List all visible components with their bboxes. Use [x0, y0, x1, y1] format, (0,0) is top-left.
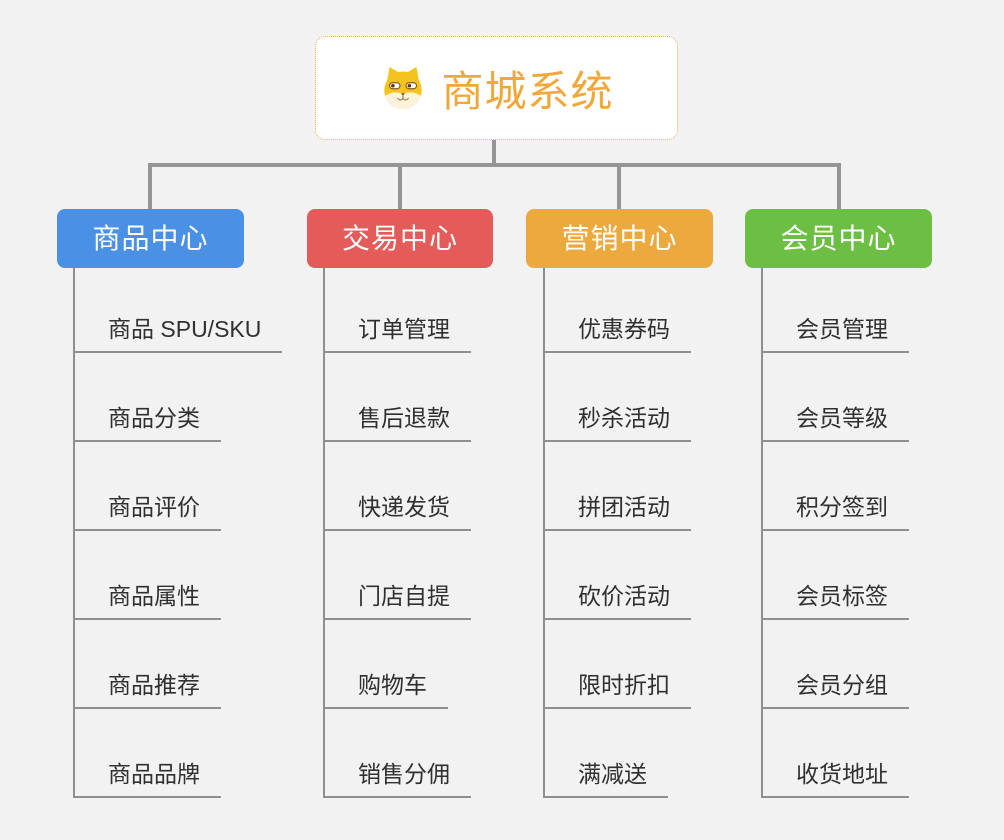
branch-row: 售后退款: [325, 353, 471, 442]
node-product-category[interactable]: 商品分类: [75, 399, 221, 442]
connector-root-stub: [492, 140, 496, 165]
branch-row: 门店自提: [325, 531, 471, 620]
connector-drop-trade: [398, 163, 402, 209]
branch-head-trade-center[interactable]: 交易中心: [307, 209, 493, 268]
branch-row: 秒杀活动: [545, 353, 691, 442]
branch-row: 商品属性: [75, 531, 282, 620]
branch-row: 订单管理: [325, 268, 471, 353]
node-store-pickup[interactable]: 门店自提: [325, 577, 471, 620]
node-member-level[interactable]: 会员等级: [763, 399, 909, 442]
branch-row: 商品分类: [75, 353, 282, 442]
branch-row: 积分签到: [763, 442, 909, 531]
node-sales-commission[interactable]: 销售分佣: [325, 755, 471, 798]
connector-drop-product: [148, 163, 152, 209]
node-full-reduction[interactable]: 满减送: [545, 755, 668, 798]
branch-row: 商品 SPU/SKU: [75, 268, 283, 353]
node-member-management[interactable]: 会员管理: [763, 310, 909, 353]
branch-row: 满减送: [545, 709, 691, 798]
node-after-sale-refund[interactable]: 售后退款: [325, 399, 471, 442]
root-node-title: 商城系统: [441, 67, 614, 115]
branch-row: 销售分佣: [325, 709, 471, 798]
connector-horizontal-bar: [148, 163, 841, 167]
branch-row: 会员等级: [763, 353, 909, 442]
branch-row: 会员管理: [763, 268, 909, 353]
branch-row: 收货地址: [763, 709, 909, 798]
node-group-buy[interactable]: 拼团活动: [545, 488, 691, 531]
branch-items-trade-center: 订单管理 售后退款 快递发货 门店自提 购物车 销售分佣: [323, 268, 471, 798]
branch-row: 商品评价: [75, 442, 282, 531]
node-product-recommend[interactable]: 商品推荐: [75, 666, 221, 709]
node-product-spu-sku[interactable]: 商品 SPU/SKU: [75, 310, 283, 353]
node-product-review[interactable]: 商品评价: [75, 488, 221, 531]
branch-row: 限时折扣: [545, 620, 691, 709]
branch-row: 会员分组: [763, 620, 909, 709]
shiba-dog-icon: [384, 67, 423, 109]
branch-head-product-center[interactable]: 商品中心: [57, 209, 244, 268]
node-product-brand[interactable]: 商品品牌: [75, 755, 221, 798]
branch-row: 商品推荐: [75, 620, 282, 709]
connector-drop-member: [837, 163, 841, 209]
branch-row: 拼团活动: [545, 442, 691, 531]
node-order-management[interactable]: 订单管理: [325, 310, 471, 353]
node-coupon-code[interactable]: 优惠券码: [545, 310, 691, 353]
branch-row: 快递发货: [325, 442, 471, 531]
branch-head-marketing-center[interactable]: 营销中心: [526, 209, 713, 268]
node-member-group[interactable]: 会员分组: [763, 666, 909, 709]
branch-row: 砍价活动: [545, 531, 691, 620]
node-points-checkin[interactable]: 积分签到: [763, 488, 909, 531]
branch-items-member-center: 会员管理 会员等级 积分签到 会员标签 会员分组 收货地址: [761, 268, 909, 798]
node-express-delivery[interactable]: 快递发货: [325, 488, 471, 531]
mindmap-root-node[interactable]: 商城系统: [315, 36, 678, 140]
node-bargain-event[interactable]: 砍价活动: [545, 577, 691, 620]
node-flash-sale[interactable]: 秒杀活动: [545, 399, 691, 442]
branch-head-member-center[interactable]: 会员中心: [745, 209, 932, 268]
node-product-attribute[interactable]: 商品属性: [75, 577, 221, 620]
node-limited-discount[interactable]: 限时折扣: [545, 666, 691, 709]
node-shopping-cart[interactable]: 购物车: [325, 666, 448, 709]
branch-row: 购物车: [325, 620, 471, 709]
branch-items-product-center: 商品 SPU/SKU 商品分类 商品评价 商品属性 商品推荐 商品品牌: [73, 268, 283, 798]
branch-items-marketing-center: 优惠券码 秒杀活动 拼团活动 砍价活动 限时折扣 满减送: [543, 268, 691, 798]
branch-row: 会员标签: [763, 531, 909, 620]
connector-drop-marketing: [617, 163, 621, 209]
branch-row: 优惠券码: [545, 268, 691, 353]
node-shipping-address[interactable]: 收货地址: [763, 755, 909, 798]
branch-row: 商品品牌: [75, 709, 282, 798]
node-member-tag[interactable]: 会员标签: [763, 577, 909, 620]
